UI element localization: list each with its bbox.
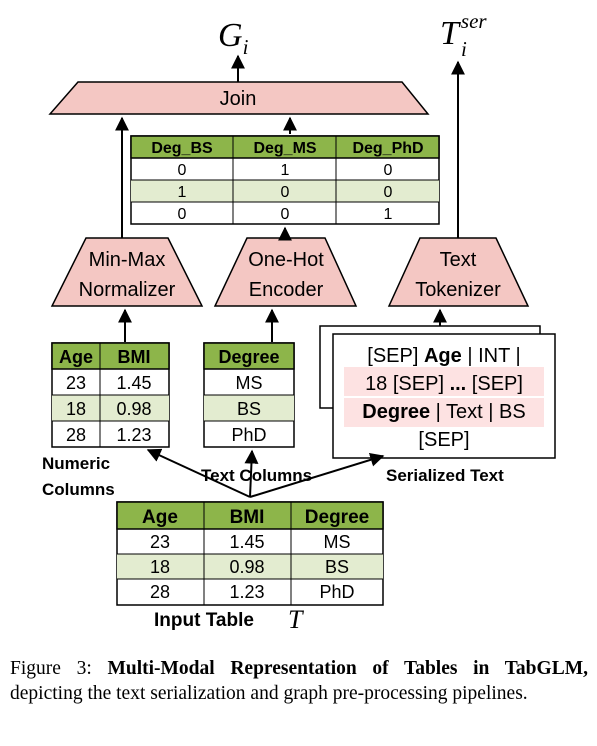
one-hot-table: Deg_BS Deg_MS Deg_PhD 0 1 0 1 0 0 0 0 1 <box>130 135 440 225</box>
join-block <box>48 81 430 115</box>
serialized-line-2: 18 [SEP] ... [SEP] <box>365 373 523 395</box>
minmax-normalizer-block <box>50 237 204 307</box>
join-label: Join <box>220 88 257 110</box>
numeric-header-age: Age <box>59 347 93 367</box>
serialized-text-label: Serialized Text <box>386 466 504 485</box>
numeric-cell: 0.98 <box>116 399 151 419</box>
input-table-symbol: T <box>288 605 304 634</box>
tokenizer-label: Tokenizer <box>415 279 501 301</box>
onehot-cell: 1 <box>178 184 187 201</box>
onehot-encoder-label: Encoder <box>249 279 324 301</box>
text-columns-table: Degree MS BS PhD <box>203 342 295 448</box>
input-cell: 1.23 <box>229 582 264 602</box>
input-header-degree: Degree <box>305 507 369 528</box>
text-cell: BS <box>237 399 261 419</box>
onehot-cell: 1 <box>384 206 393 223</box>
text-columns-label: Text Columns <box>201 466 312 485</box>
onehot-cell: 0 <box>384 184 393 201</box>
tabglm-pipeline-diagram: Gi Tser i Join Deg_BS Deg_MS Deg_PhD 0 1… <box>42 9 556 634</box>
input-cell: 0.98 <box>229 557 264 577</box>
caption-prefix: Figure 3: <box>10 658 108 679</box>
onehot-cell: 0 <box>384 162 393 179</box>
onehot-header-deg-phd: Deg_PhD <box>352 140 423 157</box>
numeric-cell: 28 <box>66 425 86 445</box>
input-cell: 1.45 <box>229 532 264 552</box>
input-cell: 18 <box>150 557 170 577</box>
numeric-cell: 23 <box>66 373 86 393</box>
numeric-columns-table: Age BMI 23 1.45 18 0.98 28 1.23 <box>51 342 170 448</box>
minmax-label: Min-Max <box>89 249 166 271</box>
numeric-columns-label: Numeric <box>42 454 110 473</box>
caption-description: depicting the text serialization and gra… <box>10 683 528 704</box>
serialized-line-3: Degree | Text | BS <box>362 401 525 423</box>
text-output-symbol: Tser <box>440 9 487 52</box>
text-tokenizer-block <box>387 237 530 307</box>
onehot-cell: 0 <box>178 162 187 179</box>
numeric-columns-label: Columns <box>42 480 115 499</box>
input-header-bmi: BMI <box>230 507 265 528</box>
text-header-degree: Degree <box>218 347 279 367</box>
text-cell: PhD <box>231 425 266 445</box>
serialized-line-1: [SEP] Age | INT | <box>367 345 520 367</box>
onehot-encoder-label: One-Hot <box>248 249 324 271</box>
input-cell: BS <box>325 557 349 577</box>
tokenizer-label: Text <box>440 249 477 271</box>
onehot-cell: 0 <box>281 206 290 223</box>
graph-output-symbol: Gi <box>218 17 249 59</box>
onehot-header-deg-ms: Deg_MS <box>253 140 316 157</box>
input-table-label: Input Table <box>154 610 254 631</box>
figure-caption: Figure 3: Multi-Modal Representation of … <box>10 656 588 706</box>
arrow-input-to-text <box>244 449 259 498</box>
input-cell: MS <box>324 532 351 552</box>
onehot-encoder-block <box>213 237 358 307</box>
arrow-input-to-serialized <box>249 453 385 498</box>
minmax-label: Normalizer <box>79 279 176 301</box>
text-cell: MS <box>236 373 263 393</box>
serialized-text-block: [SEP] Age | INT | 18 [SEP] ... [SEP] Deg… <box>319 325 556 459</box>
onehot-cell: 0 <box>178 206 187 223</box>
input-table: Age BMI Degree 23 1.45 MS 18 0.98 BS 28 … <box>116 501 384 606</box>
onehot-header-deg-bs: Deg_BS <box>151 140 213 157</box>
input-cell: 28 <box>150 582 170 602</box>
text-output-subscript: i <box>461 37 467 61</box>
numeric-cell: 1.45 <box>116 373 151 393</box>
serialized-line-4: [SEP] <box>418 429 469 451</box>
numeric-cell: 1.23 <box>116 425 151 445</box>
onehot-cell: 0 <box>281 184 290 201</box>
numeric-cell: 18 <box>66 399 86 419</box>
input-cell: 23 <box>150 532 170 552</box>
onehot-cell: 1 <box>281 162 290 179</box>
input-header-age: Age <box>142 507 178 528</box>
input-cell: PhD <box>319 582 354 602</box>
caption-title: Multi-Modal Representation of Tables in … <box>107 658 588 679</box>
arrow-input-to-numeric <box>146 448 251 498</box>
numeric-header-bmi: BMI <box>118 347 151 367</box>
